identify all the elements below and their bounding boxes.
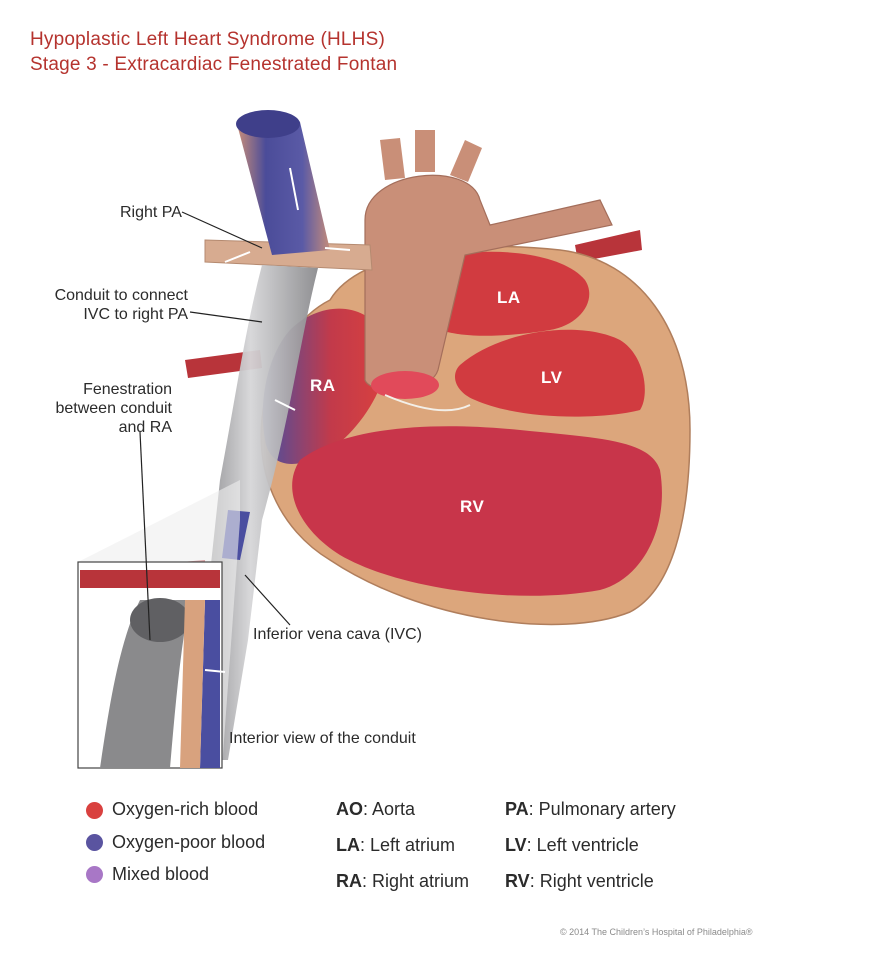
chamber-label-la: LA	[497, 288, 521, 307]
legend-oxygen-poor: Oxygen-poor blood	[112, 832, 266, 852]
interior-view-inset	[77, 480, 240, 769]
oxygen-rich-swatch	[86, 802, 103, 819]
chamber-label-rv: RV	[460, 497, 485, 516]
abbr-lv: LV: Left ventricle	[505, 835, 639, 855]
label-fenestration: Fenestration between conduit and RA	[20, 380, 172, 437]
label-conduit-line2: IVC to right PA	[83, 306, 188, 323]
diagram-title-line2: Stage 3 - Extracardiac Fenestrated Fonta…	[30, 54, 398, 75]
chamber-label-ra: RA	[310, 376, 336, 395]
label-right-pa: Right PA	[120, 204, 182, 221]
flow-arrows	[204, 167, 351, 673]
legend-oxygen-rich: Oxygen-rich blood	[112, 799, 259, 819]
abbr-ra: RA: Right atrium	[336, 871, 470, 891]
label-ivc: Inferior vena cava (IVC)	[253, 626, 422, 643]
la-chamber	[421, 251, 590, 336]
mixed-swatch	[86, 866, 103, 883]
oxygen-poor-swatch	[86, 834, 103, 851]
label-fenestration-line3: and RA	[118, 419, 172, 436]
label-conduit: Conduit to connect IVC to right PA	[20, 286, 188, 324]
chamber-label-lv: LV	[541, 368, 563, 387]
abbr-ao: AO: Aorta	[336, 799, 416, 819]
abbr-pa: PA: Pulmonary artery	[505, 799, 676, 819]
abbr-rv: RV: Right ventricle	[505, 871, 654, 891]
lv-chamber	[455, 329, 645, 417]
label-conduit-line1: Conduit to connect	[54, 287, 188, 304]
abbr-la: LA: Left atrium	[336, 835, 456, 855]
label-interior-view: Interior view of the conduit	[229, 730, 416, 747]
svc	[238, 114, 330, 256]
rv-chamber	[292, 426, 662, 596]
copyright: © 2014 The Children’s Hospital of Philad…	[560, 927, 753, 937]
label-fenestration-line2: between conduit	[55, 400, 172, 417]
label-fenestration-line1: Fenestration	[83, 381, 172, 398]
legend-mixed: Mixed blood	[112, 864, 210, 884]
diagram-title-line1: Hypoplastic Left Heart Syndrome (HLHS)	[30, 29, 386, 50]
leader-lines	[139, 211, 291, 641]
